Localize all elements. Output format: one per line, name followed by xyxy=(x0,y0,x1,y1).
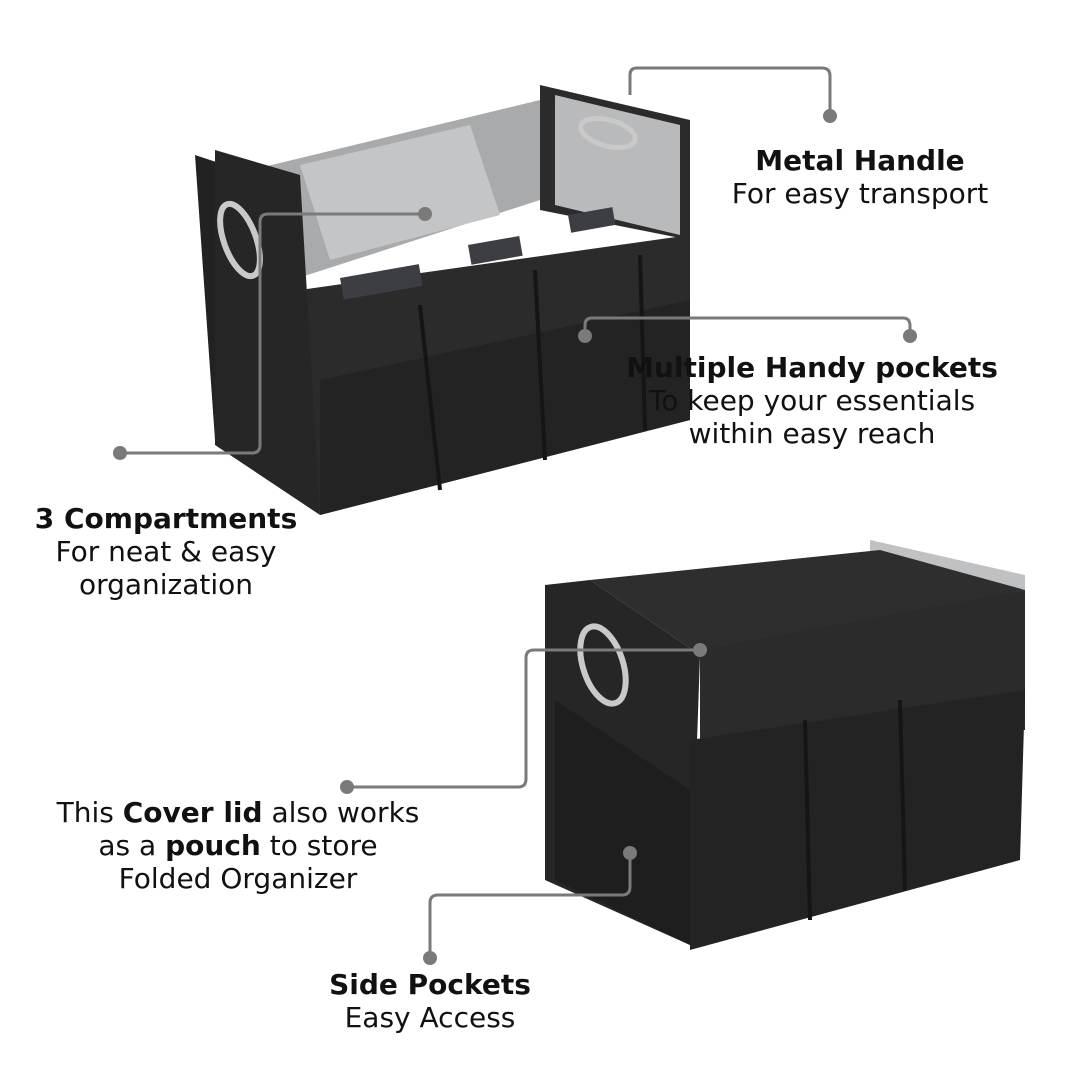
connector-dots xyxy=(113,109,917,965)
callout-desc-line1: For neat & easy xyxy=(55,535,277,568)
connector-pockets xyxy=(583,316,912,335)
callout-line2: as a pouch to store xyxy=(57,829,420,862)
callout-line3: Folded Organizer xyxy=(118,862,358,895)
callout-metal-handle: Metal Handle For easy transport xyxy=(732,144,988,210)
callout-desc-line1: To keep your essentials xyxy=(648,384,976,417)
text: as a xyxy=(98,829,166,862)
connector-metal-handle xyxy=(628,66,832,115)
text: to store xyxy=(260,829,378,862)
callout-desc: Easy Access xyxy=(344,1001,516,1034)
bold-text: Cover lid xyxy=(122,796,263,829)
callout-title: Metal Handle xyxy=(755,144,965,177)
callout-side-pockets: Side Pockets Easy Access xyxy=(329,968,531,1034)
connector-compartments xyxy=(120,212,425,455)
connector-side-pockets xyxy=(428,853,632,958)
callout-line1: This Cover lid also works xyxy=(57,796,420,829)
callout-title: Multiple Handy pockets xyxy=(626,351,998,384)
callout-compartments: 3 Compartments For neat & easy organizat… xyxy=(35,502,297,601)
callout-desc-line2: organization xyxy=(78,568,254,601)
text: also works xyxy=(262,796,420,829)
callout-title: 3 Compartments xyxy=(34,502,298,535)
closed-organizer-image xyxy=(545,540,1025,950)
callout-desc: For easy transport xyxy=(731,177,989,210)
open-organizer-image xyxy=(195,85,690,515)
callout-cover-lid: This Cover lid also works as a pouch to … xyxy=(57,796,420,895)
connector-lines xyxy=(120,66,912,958)
callout-title: Side Pockets xyxy=(329,968,531,1001)
connector-cover-lid xyxy=(347,648,700,789)
bold-text: pouch xyxy=(165,829,261,862)
text: This xyxy=(56,796,123,829)
callout-desc-line2: within easy reach xyxy=(688,417,936,450)
callout-pockets: Multiple Handy pockets To keep your esse… xyxy=(626,351,998,450)
